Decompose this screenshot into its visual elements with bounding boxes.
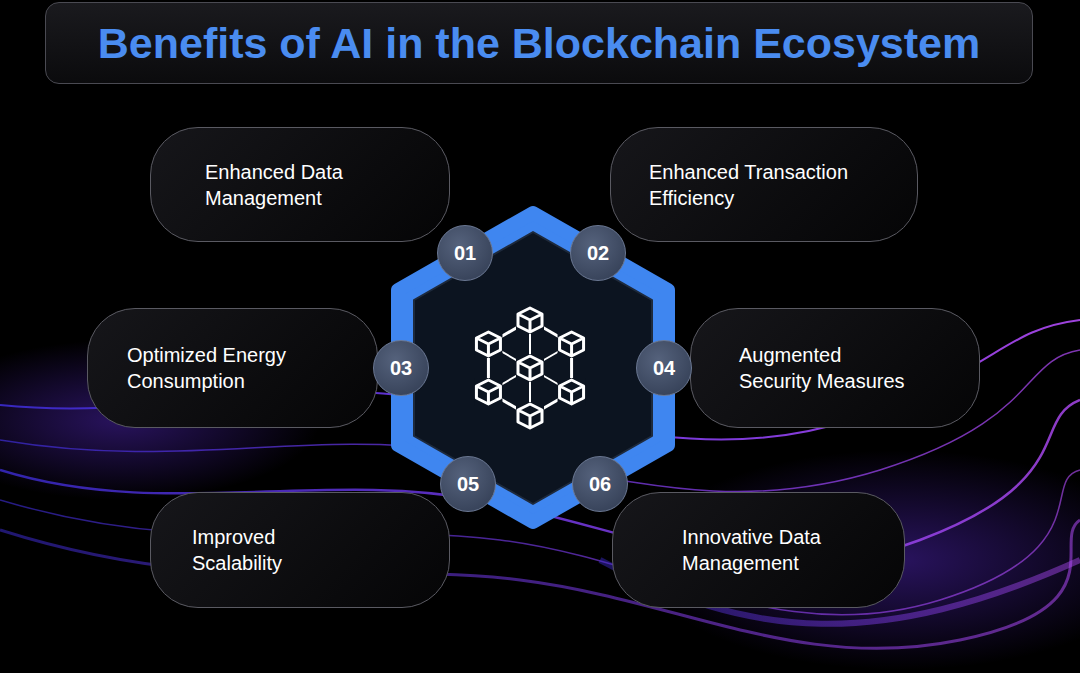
title-bar: Benefits of AI in the Blockchain Ecosyst… — [45, 2, 1033, 84]
benefit-box: Optimized Energy Consumption — [87, 308, 378, 428]
number-badge: 05 — [440, 456, 496, 512]
number-badge: 02 — [570, 225, 626, 281]
callout-number: 05 — [457, 473, 479, 496]
benefit-text: Augmented Security Measures — [739, 342, 919, 394]
callout-number: 02 — [587, 242, 609, 265]
number-badge: 01 — [437, 225, 493, 281]
title: Benefits of AI in the Blockchain Ecosyst… — [98, 19, 981, 68]
hexagon-frame — [398, 213, 668, 522]
callout-number: 04 — [653, 357, 675, 380]
benefit-text: Enhanced Transaction Efficiency — [649, 159, 889, 211]
benefit-text: Enhanced Data Management — [205, 159, 375, 211]
blockchain-icon — [474, 306, 585, 430]
callout-number: 06 — [589, 473, 611, 496]
benefit-text: Optimized Energy Consumption — [127, 342, 327, 394]
benefit-box: Enhanced Transaction Efficiency — [610, 127, 918, 242]
callout-number: 01 — [454, 242, 476, 265]
number-badge: 03 — [373, 340, 429, 396]
benefit-text: Innovative Data Management — [682, 524, 867, 576]
benefit-box: Enhanced Data Management — [150, 127, 450, 242]
number-badge: 04 — [636, 340, 692, 396]
benefit-box: Augmented Security Measures — [690, 308, 980, 428]
benefit-box: Innovative Data Management — [612, 492, 905, 608]
benefit-text: Improved Scalability — [192, 524, 322, 576]
number-badge: 06 — [572, 456, 628, 512]
callout-number: 03 — [390, 357, 412, 380]
benefit-box: Improved Scalability — [150, 492, 450, 608]
